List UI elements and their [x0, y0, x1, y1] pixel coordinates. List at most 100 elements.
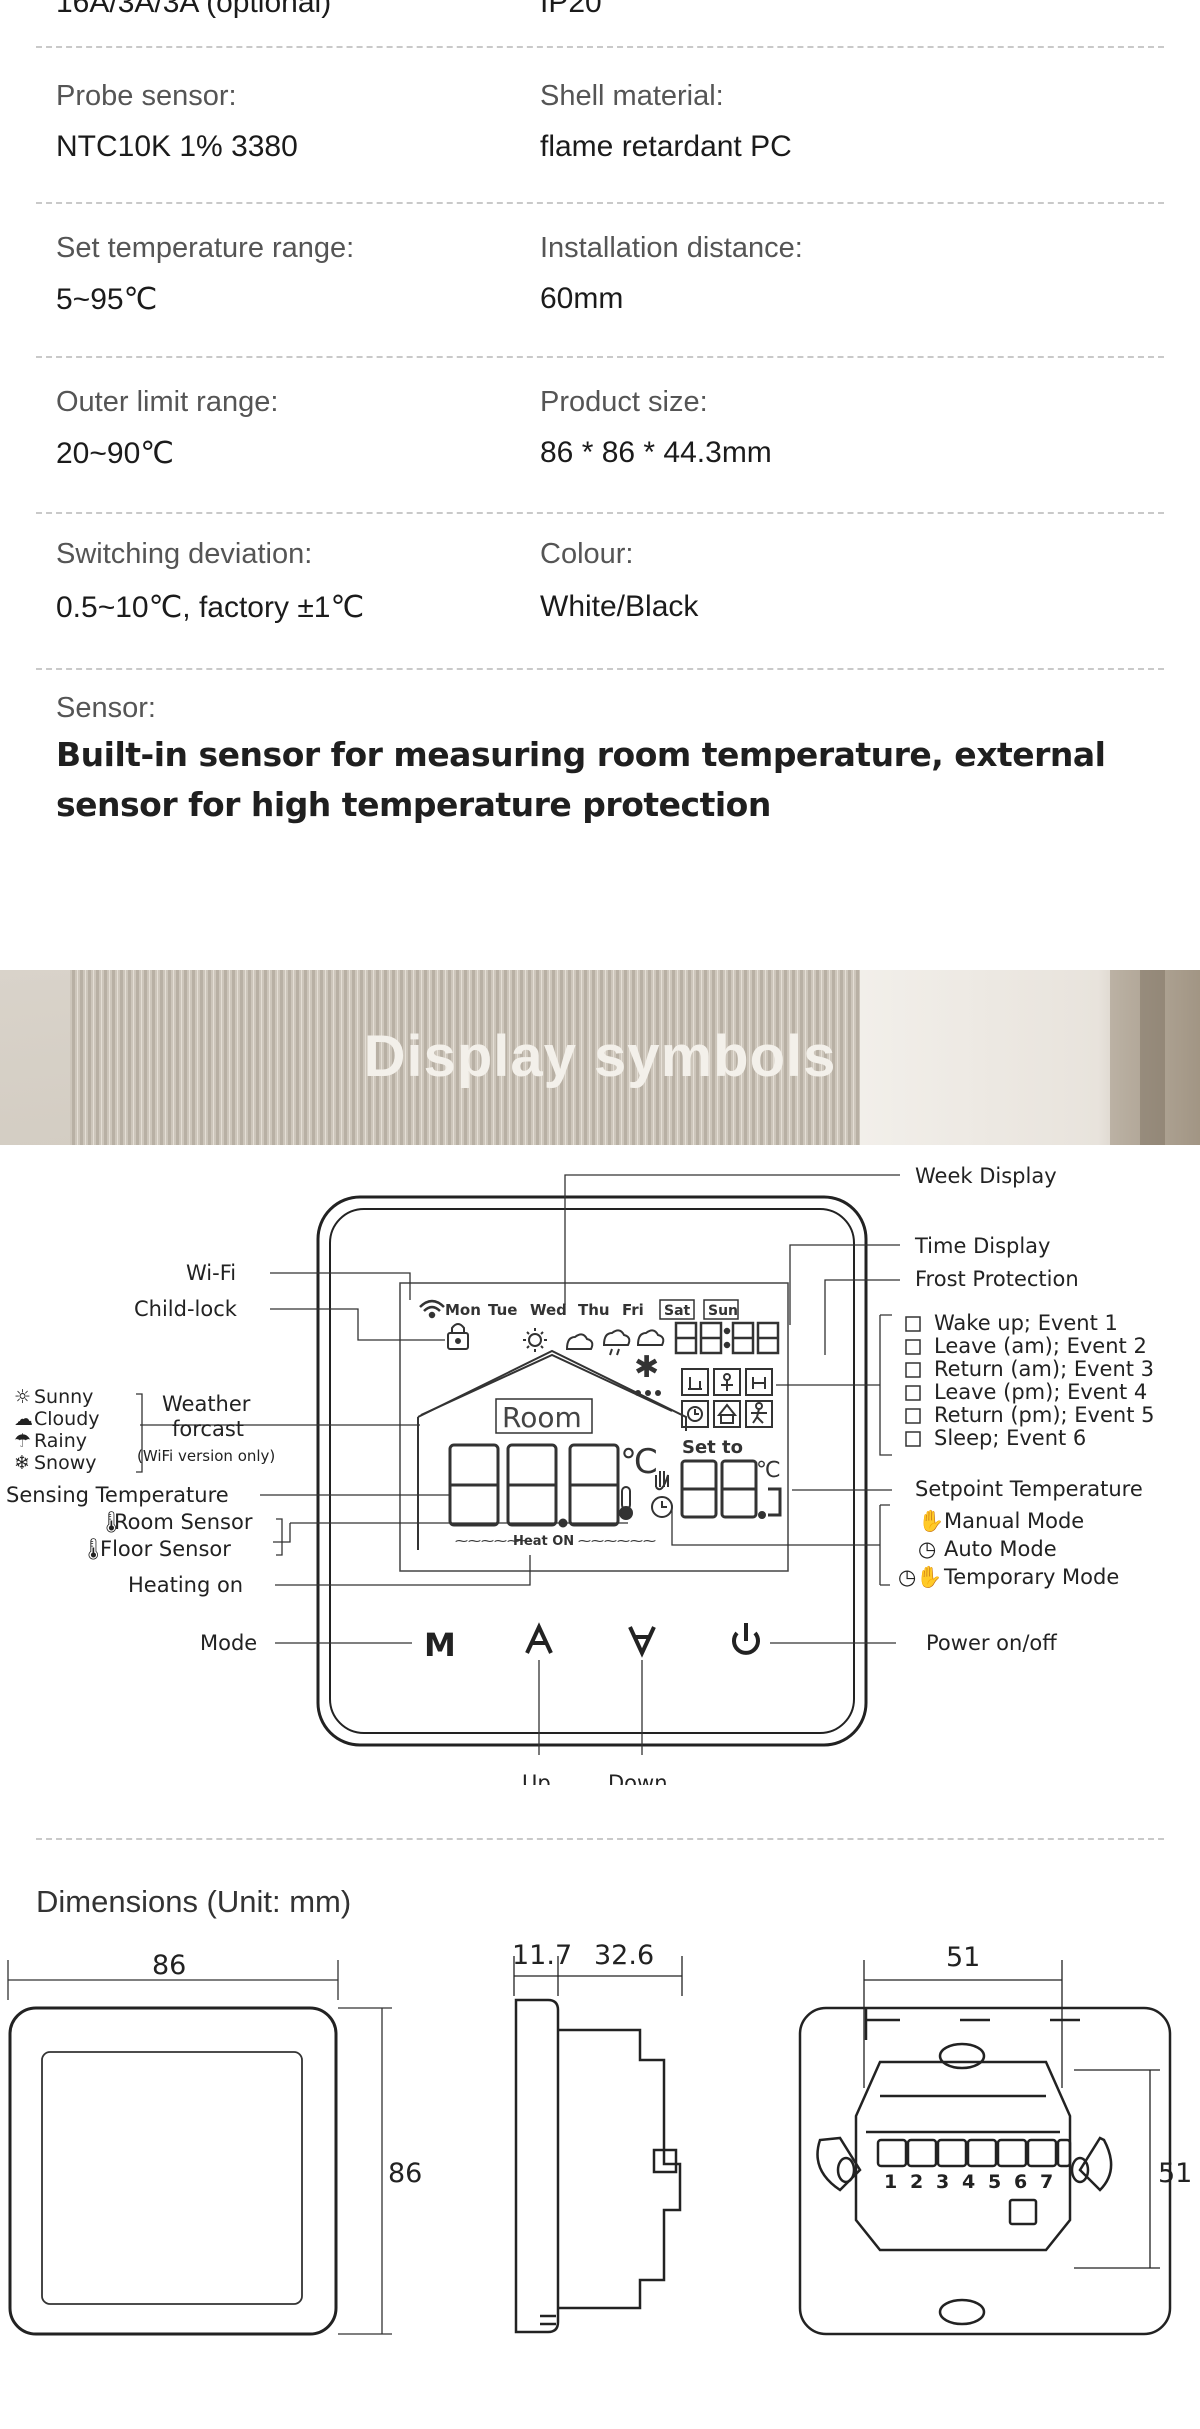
- lcd-day-mon: Mon: [445, 1301, 481, 1319]
- terminal-4: 4: [962, 2171, 975, 2193]
- terminal-numbers: 1 2 3 4 5 6 7: [884, 2171, 1053, 2193]
- lcd-heat-waves-left: ⁓⁓⁓⁓⁓⁓: [455, 1534, 533, 1549]
- lcd-day-sat: Sat: [664, 1303, 691, 1319]
- terminal-1: 1: [884, 2171, 897, 2193]
- house-outline-inner: [417, 1353, 673, 1550]
- sensing-temperature-label: Sensing Temperature: [6, 1483, 229, 1507]
- cloudy-icon: [565, 1333, 594, 1350]
- dimensions-drawings: 86 86 11.7 32.6 1 2 3 4 5: [7, 1940, 1192, 2336]
- thermometer-small-icon: 🌡: [98, 1510, 125, 1534]
- time-digits: [674, 1321, 780, 1355]
- installation-distance-value: 60mm: [540, 282, 624, 315]
- product-size-label: Product size:: [540, 386, 708, 418]
- set-temp-range-label: Set temperature range:: [56, 232, 355, 264]
- terminal-5: 5: [988, 2171, 1001, 2193]
- up-button[interactable]: [525, 1622, 553, 1654]
- frost-protection-label: Frost Protection: [915, 1267, 1079, 1291]
- lcd-heat-on-text: Heat ON: [513, 1534, 574, 1549]
- lcd-screen: [399, 1282, 789, 1572]
- sensing-temp-digits: [448, 1443, 620, 1528]
- rainy-icon: [602, 1329, 631, 1356]
- terminal-6: 6: [1014, 2171, 1027, 2193]
- temporary-icons: ◷✋: [898, 1564, 942, 1589]
- terminal-7: 7: [1040, 2171, 1053, 2193]
- colour-label: Colour:: [540, 538, 634, 570]
- cloudy-small-icon: ☁: [14, 1408, 33, 1430]
- floor-thermometer-small-icon: 🌡: [80, 1537, 107, 1561]
- divider: [36, 356, 1164, 358]
- front-view: [7, 1960, 392, 2336]
- manual-hand-icon: ✋: [918, 1508, 944, 1533]
- sunny-small-icon: ☼: [14, 1386, 31, 1408]
- banner-background: [0, 970, 1200, 1145]
- event-2-label: Leave (am); Event 2: [934, 1334, 1147, 1358]
- child-lock-label: Child-lock: [134, 1297, 238, 1321]
- event-4-label: Leave (pm); Event 4: [934, 1380, 1147, 1404]
- switching-deviation-value: 0.5~10℃, factory ±1℃: [56, 591, 365, 624]
- auto-mode-label: Auto Mode: [944, 1537, 1057, 1561]
- power-label: Power on/off: [926, 1631, 1057, 1655]
- back-height-label: 51: [1158, 2158, 1192, 2189]
- probe-sensor-label: Probe sensor:: [56, 80, 237, 112]
- weather-label-line1: Weather: [162, 1392, 251, 1416]
- sensor-label: Sensor:: [56, 692, 156, 724]
- weather-label-line2: forcast: [172, 1417, 244, 1441]
- divider: [36, 512, 1164, 514]
- outer-limit-range-value: 20~90℃: [56, 437, 174, 470]
- terminal-3: 3: [936, 2171, 949, 2193]
- lcd-day-fri: Fri: [622, 1301, 644, 1319]
- display-symbols-diagram: Mon Tue Wed Thu Fri Sat Sun ✱ Room: [6, 1164, 1154, 1785]
- event-icons-grid: [681, 1368, 773, 1428]
- rainy-small-icon: ☂: [14, 1430, 31, 1452]
- wifi-icon: [419, 1299, 445, 1319]
- terminal-2: 2: [910, 2171, 923, 2193]
- front-height-label: 86: [388, 2158, 422, 2189]
- side-depth-1-label: 11.7: [512, 1940, 572, 1971]
- heating-on-label: Heating on: [128, 1573, 243, 1597]
- setpoint-digits: [680, 1459, 782, 1519]
- shell-material-label: Shell material:: [540, 80, 724, 112]
- lcd-room-text: Room: [502, 1401, 582, 1434]
- device-inner-frame: [329, 1208, 855, 1734]
- event-3-label: Return (am); Event 3: [934, 1357, 1154, 1381]
- lcd-week-days: Mon Tue Wed Thu Fri Sat Sun: [445, 1299, 739, 1320]
- sunny-icon: [523, 1328, 547, 1352]
- clock-icon: [651, 1496, 673, 1518]
- probe-sensor-value: NTC10K 1% 3380: [56, 130, 298, 163]
- mode-label: Mode: [200, 1631, 257, 1655]
- time-display-label: Time Display: [914, 1234, 1050, 1258]
- lcd-day-wed: Wed: [530, 1301, 567, 1319]
- front-width-label: 86: [152, 1950, 186, 1981]
- switching-deviation-label: Switching deviation:: [56, 538, 313, 570]
- thermometer-icon: [619, 1486, 633, 1520]
- mode-button[interactable]: M: [424, 1626, 456, 1664]
- week-display-label: Week Display: [915, 1164, 1057, 1188]
- event-5-label: Return (pm); Event 5: [934, 1403, 1154, 1427]
- lcd-heat-waves-right: ⁓⁓⁓⁓⁓⁓: [578, 1534, 656, 1549]
- weather-legend: Sunny ☼ Cloudy ☁ Rainy ☂ Snowy ❄ Weather…: [14, 1386, 275, 1474]
- side-depth-2-label: 32.6: [594, 1940, 654, 1971]
- lcd-day-sun: Sun: [708, 1303, 738, 1319]
- lcd-celsius: ℃: [620, 1442, 658, 1482]
- room-sensor-label: Room Sensor: [114, 1510, 253, 1534]
- display-symbols-banner: [0, 970, 1200, 1145]
- shell-material-value: flame retardant PC: [540, 130, 792, 163]
- back-width-label: 51: [946, 1942, 980, 1973]
- leader-lines: [136, 1174, 900, 1755]
- weather-rainy-label: Rainy: [34, 1430, 87, 1452]
- down-button[interactable]: [628, 1626, 656, 1658]
- power-button[interactable]: [732, 1623, 760, 1655]
- weather-note: (WiFi version only): [137, 1447, 275, 1465]
- lcd-setpoint-celsius: ℃: [756, 1458, 781, 1483]
- snowy-icon: [636, 1329, 665, 1346]
- dimensions-title: Dimensions (Unit: mm): [36, 1884, 352, 1919]
- product-size-value: 86 * 86 * 44.3mm: [540, 436, 772, 469]
- wifi-label: Wi-Fi: [186, 1261, 236, 1285]
- hand-icon: [655, 1471, 669, 1491]
- event-1-label: Wake up; Event 1: [934, 1311, 1118, 1335]
- divider: [36, 1838, 1164, 1840]
- sensor-value: Built-in sensor for measuring room tempe…: [56, 735, 1106, 824]
- temporary-mode-label: Temporary Mode: [943, 1565, 1119, 1589]
- side-view: [513, 1956, 683, 2334]
- divider: [36, 668, 1164, 670]
